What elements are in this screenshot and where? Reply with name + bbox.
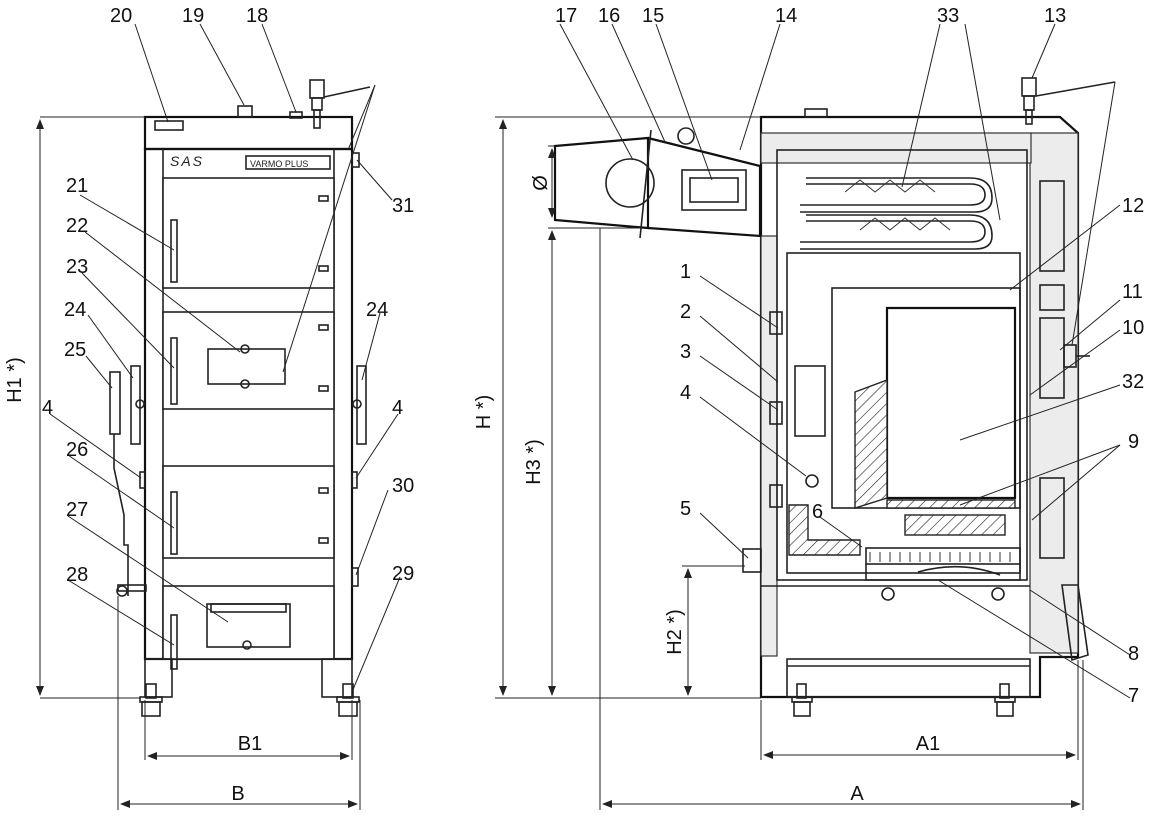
- refractory-wall: [854, 378, 888, 509]
- callout-24-left: 24: [64, 299, 86, 321]
- callout-17: 17: [555, 5, 577, 27]
- top-fitting-19: [237, 105, 253, 118]
- callout-2: 2: [680, 301, 691, 323]
- callout-32: 32: [1122, 371, 1144, 393]
- callout-13: 13: [1044, 5, 1066, 27]
- section-view: [553, 77, 1116, 717]
- leader-lines: [49, 23, 1131, 699]
- callout-28: 28: [66, 564, 88, 586]
- callout-16: 16: [598, 5, 620, 27]
- dim-h3: H3 *): [523, 439, 545, 485]
- callout-20: 20: [110, 5, 132, 27]
- turbulator-upper: [844, 179, 936, 193]
- dim-a: A: [850, 783, 864, 805]
- callout-6: 6: [812, 501, 823, 523]
- callout-4-right: 4: [392, 397, 403, 419]
- callout-8: 8: [1128, 643, 1139, 665]
- poker-lever: [109, 371, 147, 597]
- label-plate: [154, 120, 184, 131]
- callout-14: 14: [775, 5, 797, 27]
- callout-33: 33: [937, 5, 959, 27]
- turbulator-lower: [859, 217, 951, 231]
- callout-22: 22: [66, 215, 88, 237]
- callout-15: 15: [642, 5, 664, 27]
- callout-7: 7: [1128, 685, 1139, 707]
- dim-h1: H1 *): [4, 357, 26, 403]
- adjustable-foot-right: [336, 683, 360, 717]
- upper-door: [162, 177, 335, 289]
- safety-valve-front: [309, 79, 371, 129]
- callout-26: 26: [66, 439, 88, 461]
- callout-21: 21: [66, 175, 88, 197]
- dim-b: B: [231, 783, 244, 805]
- safety-valve-section: [1021, 77, 1116, 125]
- callout-29: 29: [392, 563, 414, 585]
- hinge-right: [356, 365, 367, 445]
- callout-24-right: 24: [366, 299, 388, 321]
- dim-diameter: Ø: [530, 175, 552, 191]
- callout-labels: 20 19 18 31 21 22 23 24 24 25 4 4 26 30 …: [42, 5, 1144, 707]
- dimension-lines: H1 *) B1 B H *) H3 *) Ø H2 *) A1: [4, 116, 1084, 810]
- callout-5: 5: [680, 498, 691, 520]
- callout-23: 23: [66, 256, 88, 278]
- flue-inspection-cover: [681, 169, 747, 211]
- grate: [917, 565, 1001, 576]
- ash-door-handle: [170, 614, 178, 670]
- air-channel: [794, 365, 826, 437]
- sight-glass: [805, 474, 819, 488]
- callout-9: 9: [1128, 431, 1139, 453]
- brand-model: VARMO PLUS: [250, 159, 308, 169]
- callout-11: 11: [1122, 281, 1143, 303]
- callout-3: 3: [680, 341, 691, 363]
- dim-b1: B1: [238, 733, 262, 755]
- adjustable-foot-left: [139, 683, 163, 717]
- dim-h2: H2 *): [664, 609, 686, 655]
- callout-27: 27: [66, 499, 88, 521]
- brand-logo: SAS: [170, 153, 204, 169]
- callout-4-section: 4: [680, 382, 691, 404]
- lower-door: [162, 465, 335, 559]
- callout-1: 1: [680, 261, 691, 283]
- callout-10: 10: [1122, 317, 1144, 339]
- middle-door: [162, 311, 335, 410]
- callout-31: 31: [392, 195, 414, 217]
- upper-door-handle: [170, 219, 178, 283]
- fuel-chamber: [885, 306, 1017, 500]
- callout-4-left: 4: [42, 397, 53, 419]
- hinge-left: [130, 365, 141, 445]
- callout-12: 12: [1122, 195, 1144, 217]
- flue-pipe: [553, 136, 650, 230]
- callout-30: 30: [392, 475, 414, 497]
- callout-25: 25: [64, 339, 86, 361]
- callout-18: 18: [246, 5, 268, 27]
- dim-h: H *): [473, 395, 495, 429]
- lower-door-handle: [170, 491, 178, 555]
- middle-door-handle: [170, 337, 178, 405]
- dim-a1: A1: [916, 733, 940, 755]
- callout-19: 19: [182, 5, 204, 27]
- front-view: SAS VARMO PLUS: [109, 79, 371, 717]
